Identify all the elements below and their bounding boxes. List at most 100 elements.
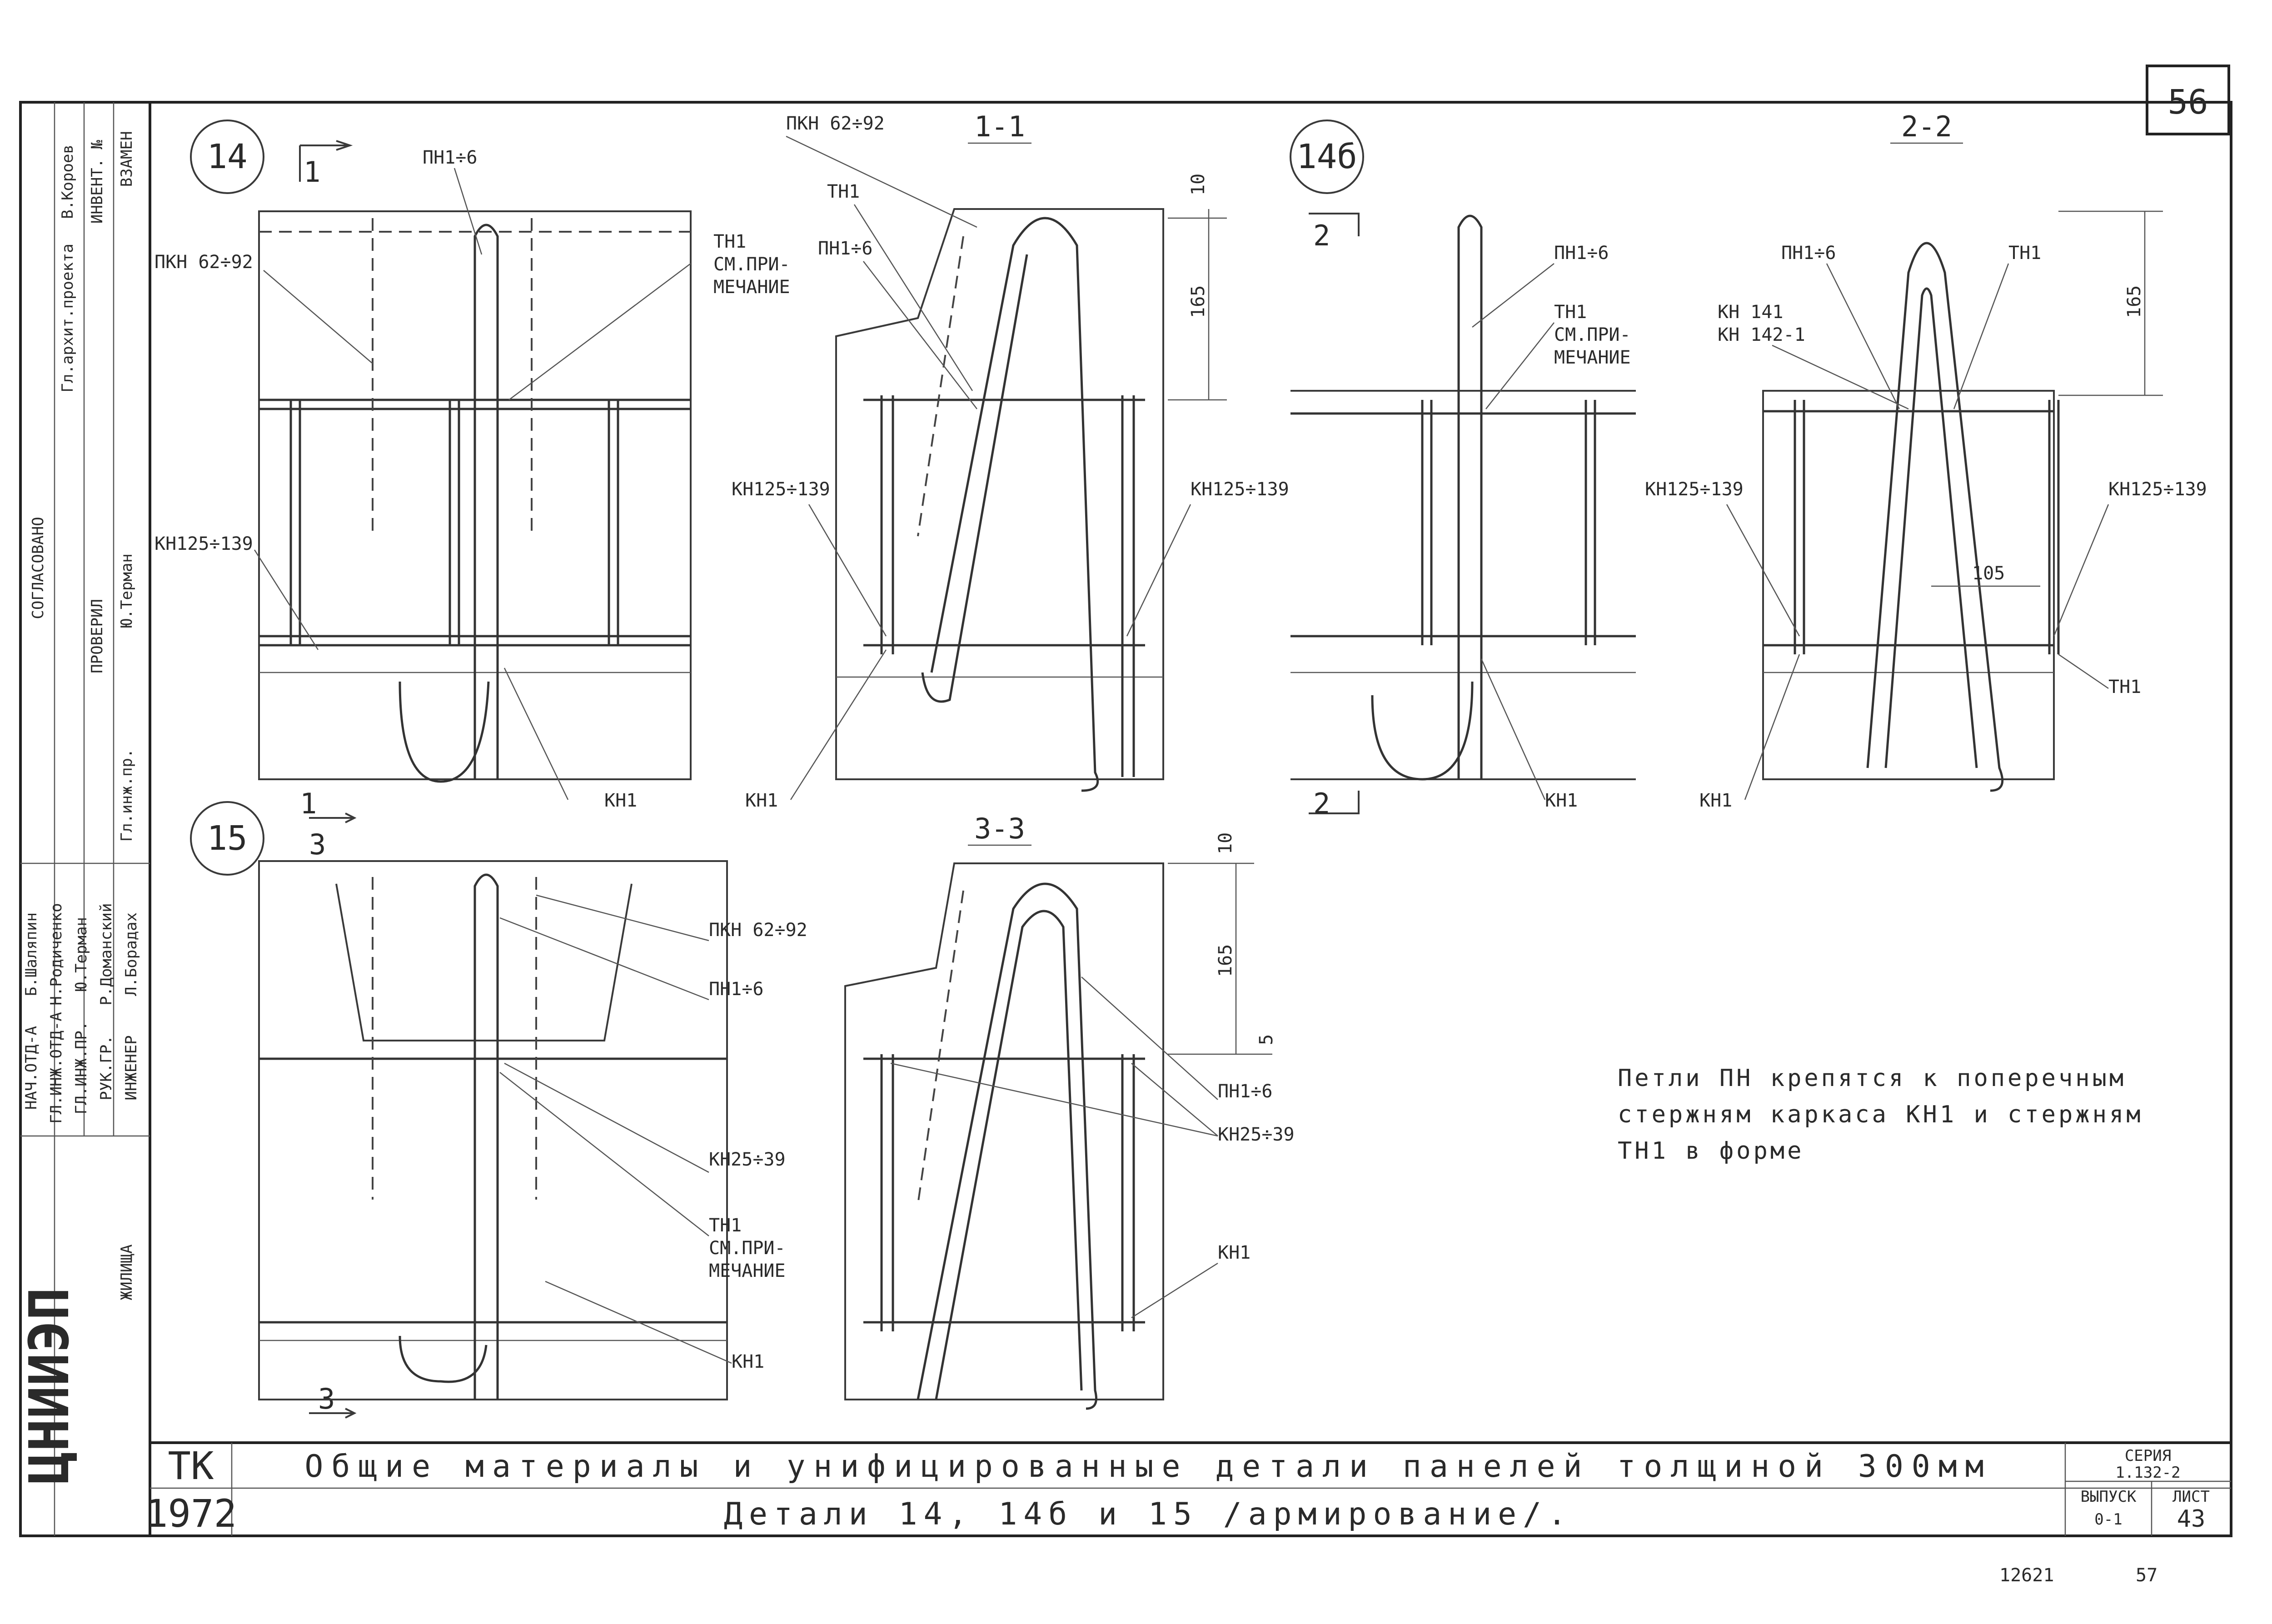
label-smprim1-14: СМ.ПРИ-	[713, 254, 790, 275]
label-kn1-22: КН1	[1699, 790, 1732, 811]
section-3-3-title: 3-3	[974, 812, 1025, 845]
title-line-1: Общие материалы и унифицированные детали…	[304, 1449, 1992, 1485]
pn-loop-14b	[1457, 214, 1483, 779]
year-label: 1972	[145, 1491, 237, 1536]
panel-outline-15	[258, 860, 728, 1400]
side-approval-strip	[19, 101, 151, 1537]
series-label: СЕРИЯ	[2125, 1447, 2171, 1465]
note-line-2: стержням каркаса КН1 и стержням	[1618, 1101, 2143, 1128]
staff-name-0: Б.Шаляпин	[22, 912, 40, 996]
section-1-1: 1-1 10 165 ПКН 62÷92 ТН1 ПН1÷6 КН125÷139…	[732, 110, 1289, 811]
label-tn1-14: ТН1	[713, 231, 746, 252]
approval-text-5: ПРОВЕРИЛ	[88, 599, 106, 673]
label-pkn-14: ПКН 62÷92	[154, 252, 253, 273]
label-kn125-14: КН125÷139	[154, 533, 253, 554]
label-kn125-11b: КН125÷139	[1191, 479, 1289, 500]
staff-name-3: Р.Доманский	[97, 903, 115, 1005]
label-pn-11: ПН1÷6	[818, 238, 872, 259]
section-2-2-outline	[1762, 390, 2055, 780]
cut-number-2-bottom: 2	[1313, 787, 1330, 820]
detail-14b-number: 14б	[1296, 137, 1357, 176]
dim-165-11: 165	[1188, 285, 1209, 318]
section-2-2-title: 2-2	[1901, 110, 1952, 143]
detail-15-number: 15	[207, 819, 247, 858]
sheet-number: 56	[2167, 83, 2208, 122]
cut-number-2-top: 2	[1313, 219, 1330, 252]
label-tn1-22b: ТН1	[2108, 677, 2141, 697]
label-tn1-22a: ТН1	[2008, 243, 2041, 264]
label-smprim2-15: МЕЧАНИЕ	[709, 1260, 786, 1281]
staff-name-4: Л.Борадах	[122, 912, 140, 996]
label-pn-14: ПН1÷6	[423, 147, 477, 168]
side-approval-panel: СОГЛАСОВАНО Гл.архит.проекта В.Короев ИН…	[18, 102, 150, 1536]
label-kn1-15: КН1	[732, 1351, 764, 1372]
label-pn-22: ПН1÷6	[1781, 243, 1836, 264]
section-3-3-outline	[844, 862, 1164, 1400]
approval-text-1: Гл.архит.проекта	[59, 244, 77, 393]
pn-loop-33	[917, 882, 1097, 1410]
series-value: 1.132-2	[2115, 1464, 2180, 1482]
staff-role-0: НАЧ.ОТД-А	[22, 1026, 40, 1110]
cut-marker-1	[299, 140, 353, 182]
pn-loop-14	[473, 224, 499, 779]
dim-5-33: 5	[1256, 1034, 1277, 1045]
label-pn-33: ПН1÷6	[1218, 1081, 1272, 1102]
dim-10-11: 10	[1188, 174, 1209, 195]
note-line-1: Петли ПН крепятся к поперечным	[1618, 1065, 2126, 1092]
sheet-label: ЛИСТ	[2172, 1488, 2210, 1506]
dim-165-33: 165	[1215, 944, 1236, 977]
staff-name-1: Н.Родиченко	[47, 903, 65, 1005]
label-kn1-14: КН1	[604, 790, 637, 811]
label-kn1-14b: КН1	[1545, 790, 1578, 811]
cut-15-a: 1	[300, 787, 317, 820]
detail-14b-marker	[1290, 120, 1364, 194]
cut-number-1: 1	[304, 155, 320, 189]
label-kn125-22a: КН125÷139	[1645, 479, 1744, 500]
section-3-3: 3-3 10 165 5 ПН1÷6 КН25÷39 КН1	[844, 812, 1295, 1410]
note-block: Петли ПН крепятся к поперечным стержням …	[1618, 1065, 2143, 1165]
approval-text-7: Гл.инж.пр.	[118, 749, 136, 842]
institute-stamp: ЦНИИЭП	[18, 1287, 81, 1484]
detail-15: 15 1 3 3 ПКН 62÷92 ПН1÷6 КН25÷39 ТН1 СМ.…	[190, 787, 807, 1419]
section-1-1-outline	[835, 208, 1164, 780]
page-footer: 57	[2136, 1565, 2157, 1586]
approval-text-2: В.Короев	[59, 144, 77, 219]
label-kn125-11a: КН125÷139	[732, 479, 830, 500]
sheet-number-box	[2146, 65, 2230, 135]
section-1-1-title: 1-1	[974, 110, 1025, 143]
label-smprim1-15: СМ.ПРИ-	[709, 1238, 786, 1259]
label-kn25-33: КН25÷39	[1218, 1124, 1295, 1145]
label-smprim2-14b: МЕЧАНИЕ	[1554, 347, 1631, 368]
label-pkn-15: ПКН 62÷92	[709, 920, 807, 941]
label-kn141-22: КН 141	[1718, 302, 1784, 323]
hook-14	[399, 681, 490, 783]
dim-10-33: 10	[1215, 832, 1236, 854]
label-pkn-11: ПКН 62÷92	[786, 113, 885, 134]
detail-14: 14 1 ПН1÷6 ПКН 62÷92 ТН1 СМ.ПРИ- МЕЧАНИЕ	[154, 120, 790, 811]
label-tn1-15: ТН1	[709, 1215, 742, 1236]
detail-15-marker	[190, 801, 264, 876]
cut-15-b: 3	[309, 828, 326, 861]
inventory-footer: 12621	[1999, 1565, 2054, 1586]
label-kn1421-22: КН 142-1	[1718, 324, 1805, 345]
label-smprim1-14b: СМ.ПРИ-	[1554, 324, 1631, 345]
sheet-value: 43	[2177, 1505, 2206, 1533]
title-block: ТК 1972 Общие материалы и унифицированны…	[145, 1441, 2231, 1536]
dim-105-22: 105	[1972, 563, 2005, 584]
label-kn1-11: КН1	[745, 790, 778, 811]
section-2-2: 2-2 165 105 ПН1÷6 ТН1 КН 141 КН 142-1 КН…	[1645, 110, 2207, 811]
approval-text-3: ИНВЕНТ. №	[88, 139, 106, 224]
staff-role-1: ГЛ.ИНЖ.ОТД-А	[47, 1012, 65, 1124]
label-kn25-15: КН25÷39	[709, 1149, 786, 1170]
label-pn-14b: ПН1÷6	[1554, 243, 1609, 264]
staff-name-2: Ю.Терман	[72, 917, 90, 991]
label-pn-15: ПН1÷6	[709, 979, 763, 1000]
tk-label: ТК	[168, 1444, 214, 1488]
detail-14-marker	[190, 120, 264, 194]
issue-value: 0-1	[2094, 1510, 2122, 1529]
dim-165-22: 165	[2124, 285, 2145, 318]
staff-role-3: РУК.ГР.	[97, 1035, 115, 1100]
pn-loop-15	[473, 873, 499, 1400]
label-tn1-14b: ТН1	[1554, 302, 1587, 323]
